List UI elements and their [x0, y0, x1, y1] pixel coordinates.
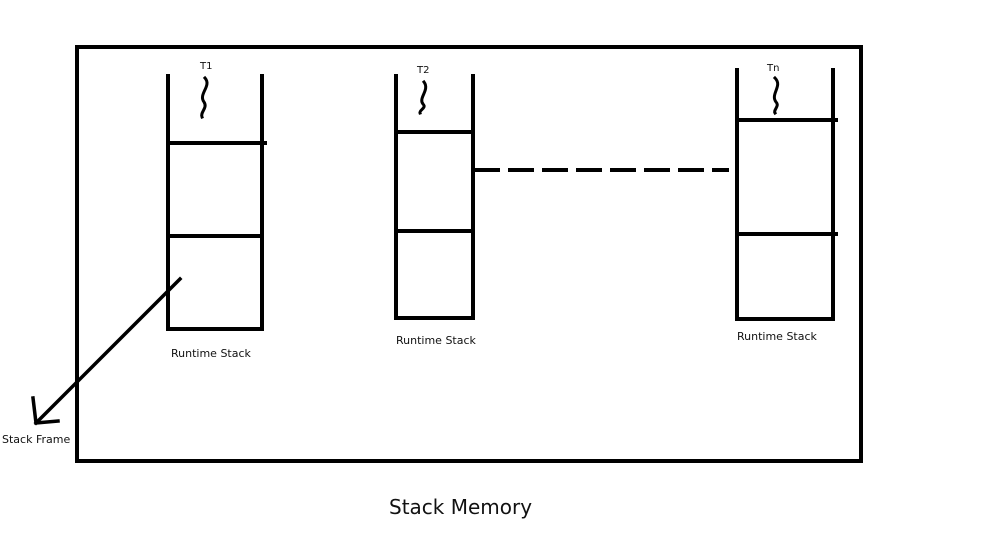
stack-outline: [394, 74, 475, 320]
stack-outline: [166, 74, 264, 331]
thread-squiggle: [418, 79, 428, 115]
runtime-stack-label-t2: Runtime Stack: [396, 334, 476, 347]
thread-label-tn: Tn: [767, 63, 780, 74]
stack-outline: [735, 68, 835, 321]
runtime-stack-label-tn: Runtime Stack: [737, 330, 817, 343]
stack-memory-title: Stack Memory: [389, 495, 533, 519]
thread-squiggle: [200, 75, 209, 119]
arrow-head: [31, 396, 60, 425]
thread-label-t2: T2: [417, 65, 430, 76]
arrow-shaft: [33, 276, 183, 426]
thread-label-t1: T1: [200, 61, 213, 72]
runtime-stack-t1: [166, 74, 267, 331]
stack-frame-label: Stack Frame: [2, 433, 71, 446]
thread-squiggle: [772, 75, 780, 116]
runtime-stack-label-t1: Runtime Stack: [171, 347, 251, 360]
stack-frame-arrow: [31, 276, 183, 426]
runtime-stack-t2: [394, 74, 475, 320]
stack-memory-box: [75, 45, 863, 463]
runtime-stack-tn: [735, 68, 838, 321]
